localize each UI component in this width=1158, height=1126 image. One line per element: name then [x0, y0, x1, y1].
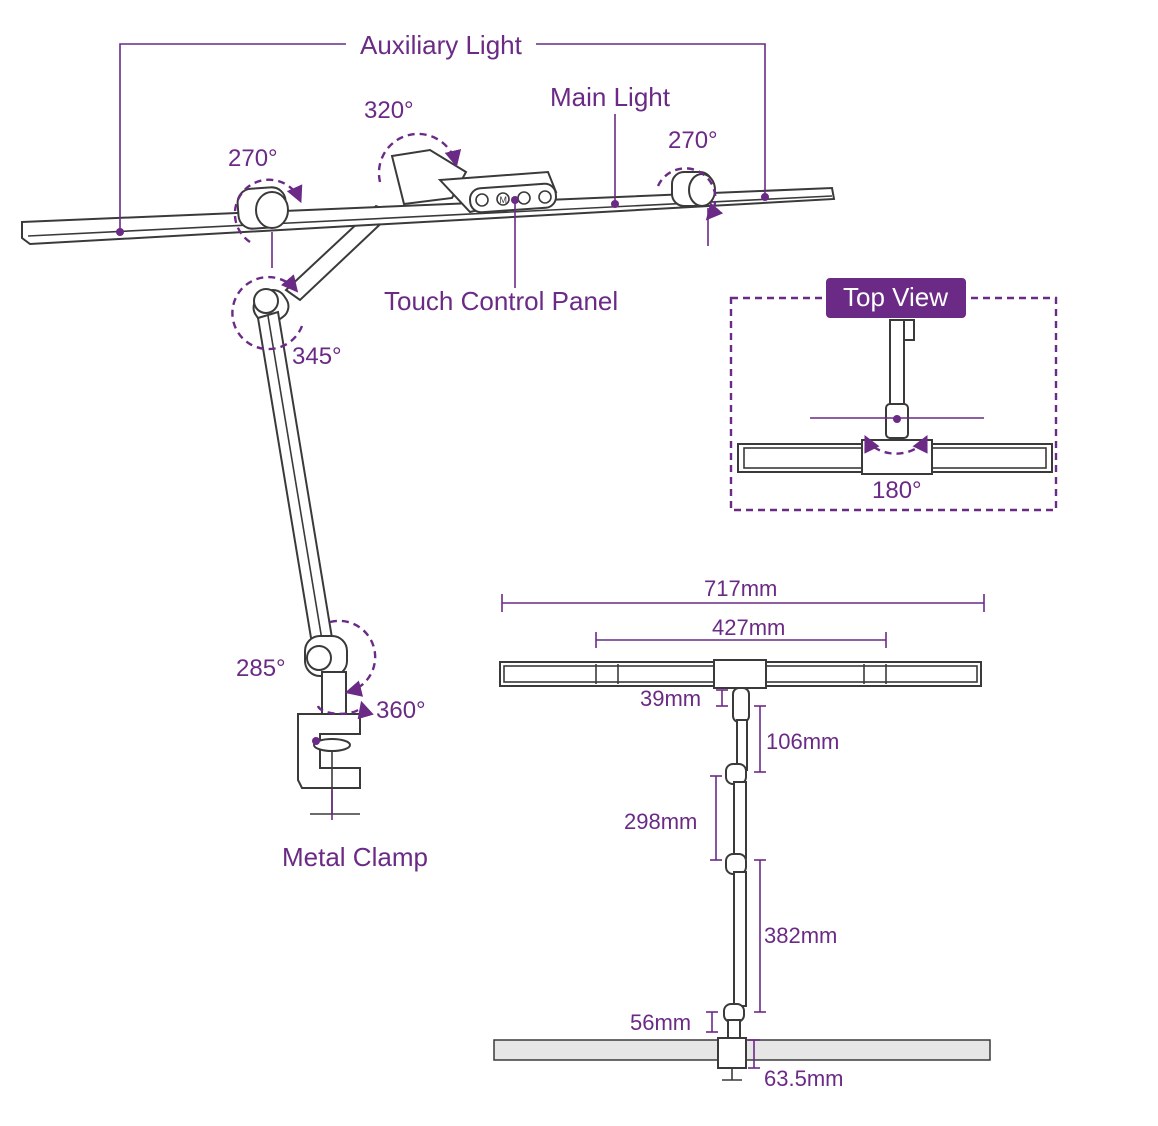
- dim-upper-arm: 106mm: [766, 729, 839, 754]
- power-icon: [538, 190, 552, 204]
- angle-elbow: 345°: [292, 343, 342, 370]
- elbow-joint: [252, 288, 290, 325]
- angle-left-aux: 270°: [228, 145, 278, 172]
- dimension-drawing: 717mm 427mm 39mm 106mm 298mm 382mm 56mm …: [493, 576, 991, 1091]
- angle-top-view: 180°: [872, 477, 922, 504]
- dim-lower-arm: 382mm: [764, 923, 837, 948]
- base-joint: [304, 635, 348, 717]
- leader-lines: [116, 43, 769, 820]
- dim-clamp: [717, 1037, 747, 1069]
- dim-base-post: 56mm: [630, 1010, 691, 1035]
- metal-clamp: [297, 713, 361, 815]
- dim-clamp-depth: 63.5mm: [764, 1066, 843, 1091]
- lamp-perspective: M: [21, 30, 836, 872]
- top-view-inset: Top View 180°: [729, 278, 1058, 512]
- angle-base-tilt: 285°: [236, 655, 286, 682]
- left-aux-hinge: [236, 186, 289, 230]
- dim-mid-arm: 298mm: [624, 809, 697, 834]
- main-light-label: Main Light: [550, 82, 671, 112]
- dim-total-width: 717mm: [704, 576, 777, 601]
- top-view-label: Top View: [843, 282, 948, 312]
- right-aux-hinge: [671, 171, 716, 207]
- rotation-indicators: [231, 132, 724, 720]
- metal-clamp-label: Metal Clamp: [282, 842, 428, 872]
- mode-icon: [496, 192, 510, 206]
- touch-control-panel-label: Touch Control Panel: [384, 286, 618, 316]
- top-view-badge: [826, 278, 966, 318]
- angle-base-swivel: 360°: [376, 697, 426, 724]
- mode-letter: M: [500, 195, 508, 205]
- lamp-head: M: [390, 148, 558, 214]
- dim-main-width: 427mm: [712, 615, 785, 640]
- auxiliary-light-label: Auxiliary Light: [360, 30, 523, 60]
- angle-right-aux: 270°: [668, 127, 718, 154]
- angle-head: 320°: [364, 97, 414, 124]
- power-icon: [475, 193, 489, 207]
- dim-hub: [713, 659, 767, 689]
- dim-head-height: 39mm: [640, 686, 701, 711]
